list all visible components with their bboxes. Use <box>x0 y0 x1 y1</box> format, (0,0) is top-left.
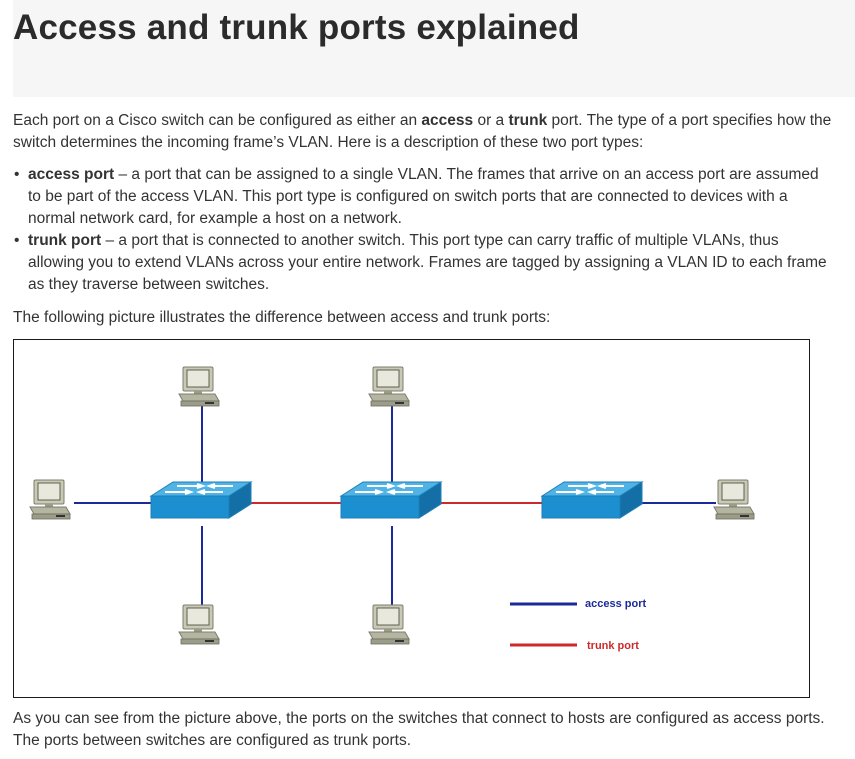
computer-icon <box>29 479 71 520</box>
list-item-text: normal network card, for example a host … <box>28 210 402 227</box>
access-port-term: access port <box>28 166 115 183</box>
intro-paragraph: Each port on a Cisco switch can be confi… <box>13 110 831 154</box>
outro-paragraph: As you can see from the picture above, t… <box>13 708 825 752</box>
network-diagram: access port trunk port <box>13 339 810 698</box>
page-title: Access and trunk ports explained <box>13 8 580 47</box>
figure-lead-text: The following picture illustrates the di… <box>13 309 551 326</box>
intro-trunk-term: trunk <box>508 112 548 129</box>
network-diagram-svg: access port trunk port <box>29 366 755 652</box>
list-item-text: allowing you to extend VLANs across your… <box>28 254 827 271</box>
bullet-glyph: • <box>14 232 20 249</box>
computer-icon <box>178 604 220 645</box>
title-band <box>13 0 855 97</box>
outro-text: As you can see from the picture above, t… <box>13 710 825 727</box>
list-item-text: – a port that is connected to another sw… <box>101 232 779 249</box>
intro-text: port. The type of a port specifies how t… <box>547 112 832 129</box>
switch-icon <box>541 481 643 519</box>
intro-access-term: access <box>421 112 474 129</box>
list-item-text: as they traverse between switches. <box>28 276 270 293</box>
legend-access-label: access port <box>585 598 646 610</box>
trunk-port-term: trunk port <box>28 232 102 249</box>
legend-trunk-label: trunk port <box>587 640 639 652</box>
switch-icon <box>340 481 442 519</box>
switch-icon <box>150 481 252 519</box>
computer-icon <box>368 366 410 407</box>
bullet-glyph: • <box>14 166 20 183</box>
computer-icon <box>178 366 220 407</box>
intro-text: or a <box>473 112 509 129</box>
outro-text: The ports between switches are configure… <box>13 732 412 749</box>
intro-text: switch determines the incoming frame’s V… <box>13 134 644 151</box>
list-item-text: to be part of the access VLAN. This port… <box>28 188 788 205</box>
list-item-access-port: • access port – a port that can be assign… <box>13 164 827 230</box>
port-type-list: • access port – a port that can be assign… <box>13 164 827 296</box>
computer-icon <box>713 479 755 520</box>
list-item-text: – a port that can be assigned to a singl… <box>114 166 819 183</box>
computer-icon <box>368 604 410 645</box>
intro-text: Each port on a Cisco switch can be confi… <box>13 112 422 129</box>
list-item-trunk-port: • trunk port – a port that is connected t… <box>13 230 827 296</box>
